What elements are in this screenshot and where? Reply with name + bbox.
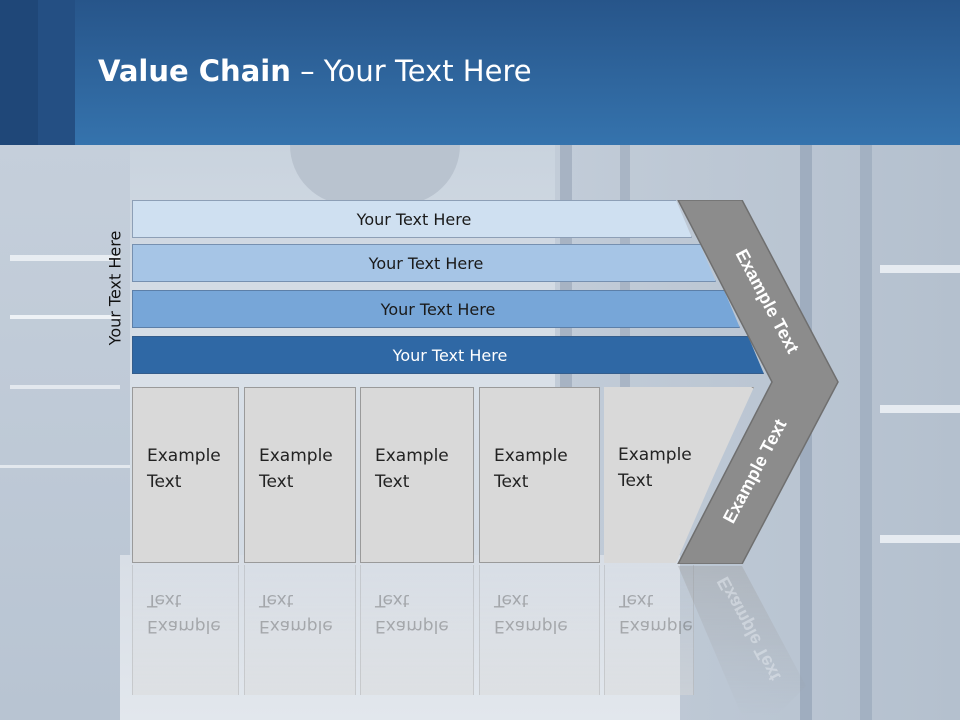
- row-label: Your Text Here: [356, 209, 472, 229]
- value-row-4: Your Text Here: [132, 336, 764, 374]
- box-line2: Text: [259, 472, 294, 492]
- row-label: Your Text Here: [368, 253, 484, 273]
- row-label: Your Text Here: [380, 299, 496, 319]
- header-stripe: [38, 0, 75, 145]
- title-bold: Value Chain: [98, 54, 291, 88]
- box-line2: Text: [375, 472, 410, 492]
- box-line1: Example: [147, 446, 221, 466]
- box-line2: Text: [147, 472, 182, 492]
- box-line1: Example: [259, 446, 333, 466]
- box-line2: Text: [618, 471, 653, 491]
- box-line1: Example: [618, 445, 692, 465]
- chevron-arrow: Example Text Example Text: [677, 200, 839, 564]
- header-stripe: [0, 0, 38, 145]
- slide-title: Value Chain – Your Text Here: [98, 54, 532, 88]
- vertical-label: Your Text Here: [105, 230, 125, 346]
- chevron-reflection: Example Text: [678, 566, 806, 716]
- box-line2: Text: [494, 472, 529, 492]
- value-row-1: Your Text Here: [132, 200, 692, 238]
- header-banner: Value Chain – Your Text Here: [0, 0, 960, 145]
- row-label: Your Text Here: [392, 345, 508, 365]
- value-row-3: Your Text Here: [132, 290, 740, 328]
- box-line1: Example: [494, 446, 568, 466]
- value-row-2: Your Text Here: [132, 244, 716, 282]
- title-rest: – Your Text Here: [290, 54, 532, 88]
- box-line1: Example: [375, 446, 449, 466]
